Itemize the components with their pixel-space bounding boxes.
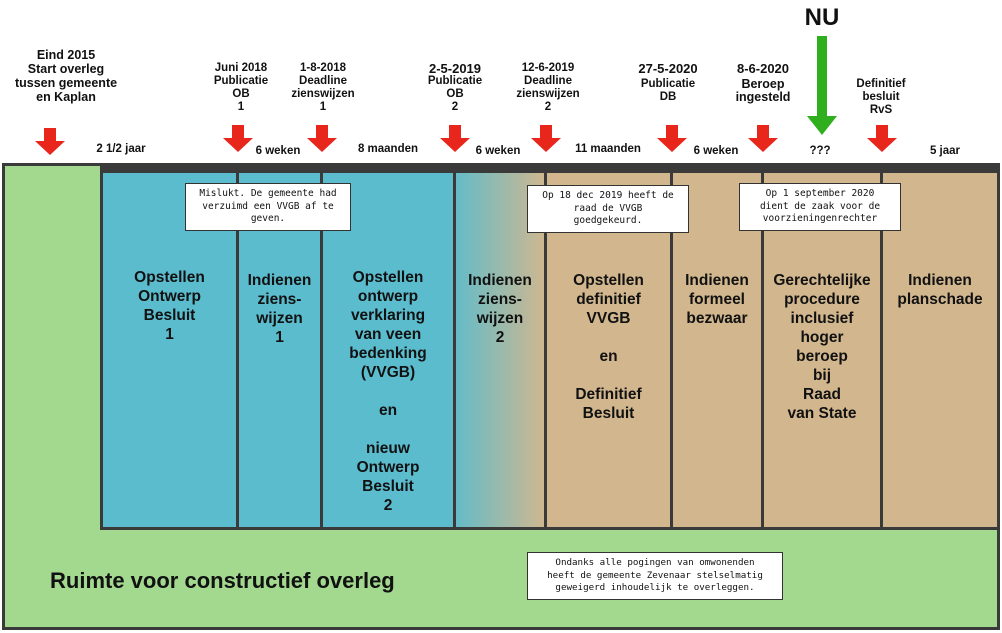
milestone-arrow-icon	[440, 125, 470, 152]
milestone-arrow-icon	[307, 125, 337, 152]
phase-divider	[670, 163, 673, 530]
duration-label: 6 weken	[693, 145, 739, 157]
milestone-arrow-icon	[35, 128, 65, 155]
milestone-arrow-icon	[531, 125, 561, 152]
phase-divider	[761, 163, 764, 530]
milestone-arrow-icon	[223, 125, 253, 152]
phase-divider	[320, 163, 323, 530]
milestone-arrow-icon	[657, 125, 687, 152]
phase-divider	[544, 163, 547, 530]
milestone-arrow-icon	[867, 125, 897, 152]
now-arrow-icon	[807, 36, 837, 135]
now-label: NU	[804, 4, 840, 31]
duration-label: 5 jaar	[929, 145, 961, 157]
duration-label: 2 1/2 jaar	[96, 143, 146, 155]
phase-divider	[880, 163, 883, 530]
milestone-arrow-icon	[748, 125, 778, 152]
duration-label: 6 weken	[475, 145, 521, 157]
duration-label: 11 maanden	[575, 143, 641, 155]
duration-label: 8 maanden	[357, 143, 419, 155]
duration-label: 6 weken	[255, 145, 301, 157]
duration-label: ???	[809, 145, 831, 157]
overleg-title: Ruimte voor constructief overleg	[50, 568, 395, 593]
phase-divider	[236, 163, 239, 530]
phase-divider	[453, 163, 456, 530]
